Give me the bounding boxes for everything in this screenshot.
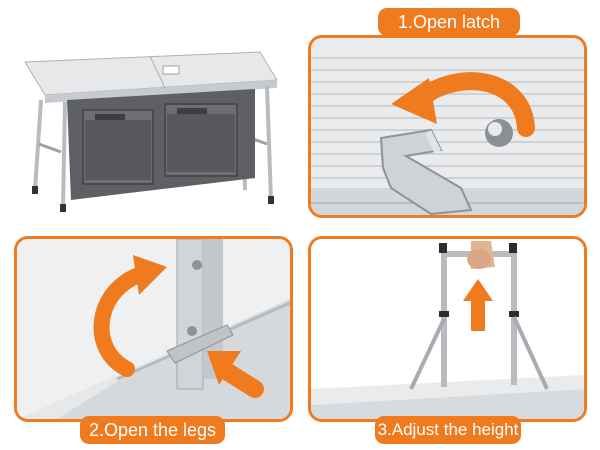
step-1-panel [308, 35, 587, 218]
step-3-label: 3.Adjust the height [375, 416, 521, 444]
up-arrow-icon [463, 279, 493, 331]
product-image-table [15, 40, 290, 215]
step-1-label: 1.Open latch [378, 8, 520, 36]
step-3-panel [308, 236, 587, 422]
rotate-arrow-icon [391, 72, 535, 137]
step-2-label: 2.Open the legs [80, 416, 225, 444]
step-2-panel [14, 236, 293, 422]
rotate-arrow-icon [93, 255, 167, 377]
push-arrow-icon [207, 351, 264, 398]
